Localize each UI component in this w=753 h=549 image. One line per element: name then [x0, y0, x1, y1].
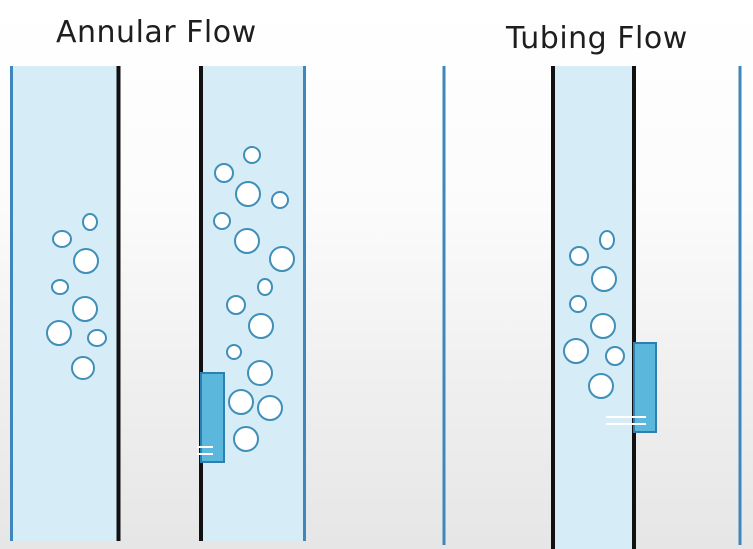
- tubing-flow-title: Tubing Flow: [506, 21, 688, 56]
- gas-bubble: [590, 313, 616, 339]
- gas-bubble: [71, 356, 95, 380]
- gas-bubble: [257, 278, 273, 296]
- tubing-bubbles: [563, 230, 625, 399]
- gas-bubble: [563, 338, 589, 364]
- gas-bubble: [226, 295, 246, 315]
- tubing-gauge-body: [633, 342, 657, 433]
- gas-bubble: [257, 395, 283, 421]
- tubing-segment: [551, 66, 657, 549]
- gas-bubble: [588, 373, 614, 399]
- annular-right-segment: [197, 66, 306, 541]
- gas-bubble: [46, 320, 72, 346]
- gas-bubble: [233, 426, 259, 452]
- gas-bubble: [73, 248, 99, 274]
- annular-gauge-body: [200, 372, 225, 463]
- annular-right-fluid: [201, 66, 305, 541]
- gas-bubble: [591, 266, 617, 292]
- gas-bubble: [569, 295, 587, 313]
- tubing-gauge: [606, 342, 657, 433]
- annular-flow-title: Annular Flow: [56, 15, 257, 50]
- gas-bubble: [605, 346, 625, 366]
- gas-bubble: [52, 230, 72, 248]
- annular-left-bubbles: [46, 213, 107, 380]
- gas-bubble: [243, 146, 261, 164]
- gas-bubble: [51, 279, 69, 295]
- gas-bubble: [87, 329, 107, 347]
- tubing-fluid: [553, 66, 634, 549]
- gas-bubble: [247, 360, 273, 386]
- annular-left-fluid: [11, 66, 118, 541]
- gas-bubble: [269, 246, 295, 272]
- gas-bubble: [569, 246, 589, 266]
- gas-bubble: [248, 313, 274, 339]
- gas-bubble: [213, 212, 231, 230]
- gas-bubble: [214, 163, 234, 183]
- annular-left-segment: [10, 66, 121, 541]
- gas-bubble: [72, 296, 98, 322]
- gas-bubble: [226, 344, 242, 360]
- gas-bubble: [235, 181, 261, 207]
- gas-bubble: [599, 230, 615, 250]
- gas-bubble: [228, 389, 254, 415]
- annular-gauge: [197, 372, 225, 463]
- gas-bubble: [271, 191, 289, 209]
- annular-right-bubbles: [213, 146, 295, 452]
- gas-bubble: [234, 228, 260, 254]
- gas-bubble: [82, 213, 98, 231]
